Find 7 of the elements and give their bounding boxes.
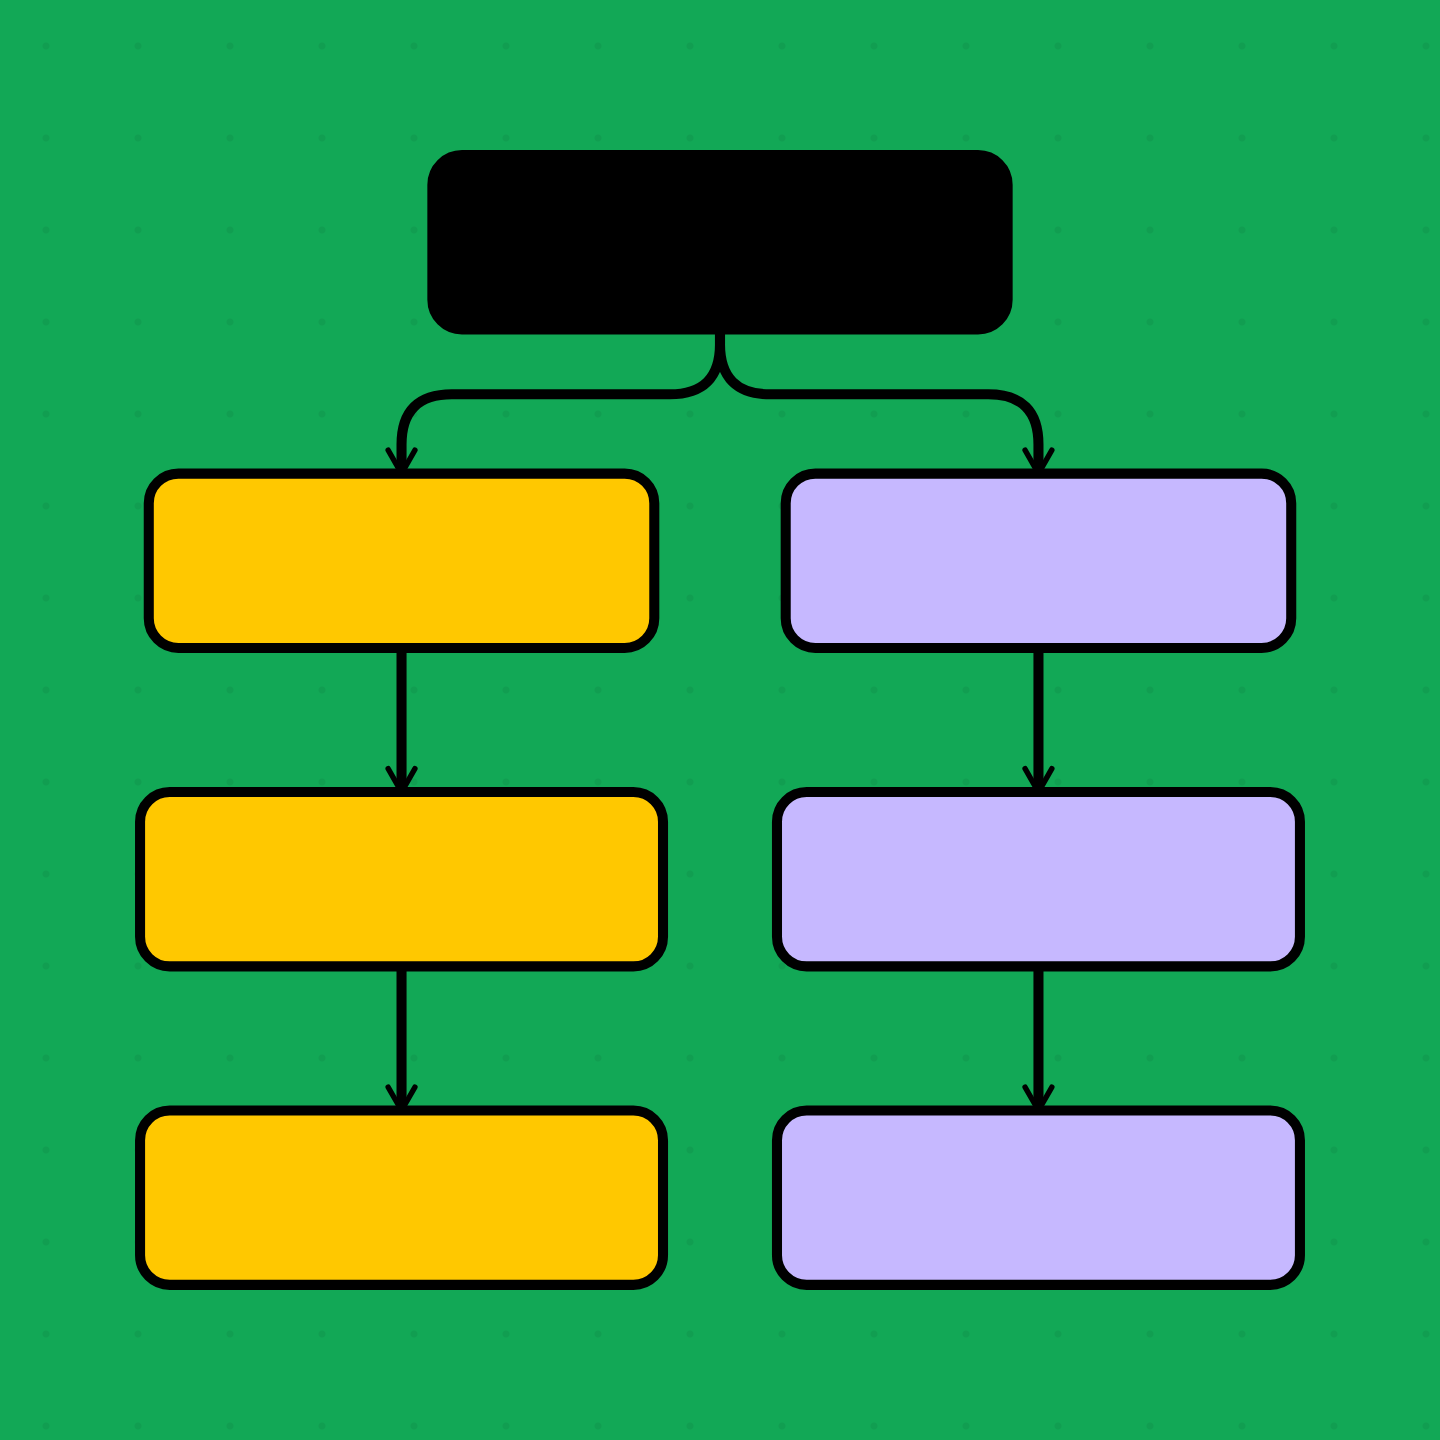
process-box xyxy=(427,150,1013,335)
process-box xyxy=(143,468,660,653)
process-box xyxy=(771,1105,1305,1290)
process-box xyxy=(771,787,1305,972)
process-box xyxy=(780,468,1297,653)
process-box xyxy=(135,1105,669,1290)
process-box xyxy=(135,787,669,972)
